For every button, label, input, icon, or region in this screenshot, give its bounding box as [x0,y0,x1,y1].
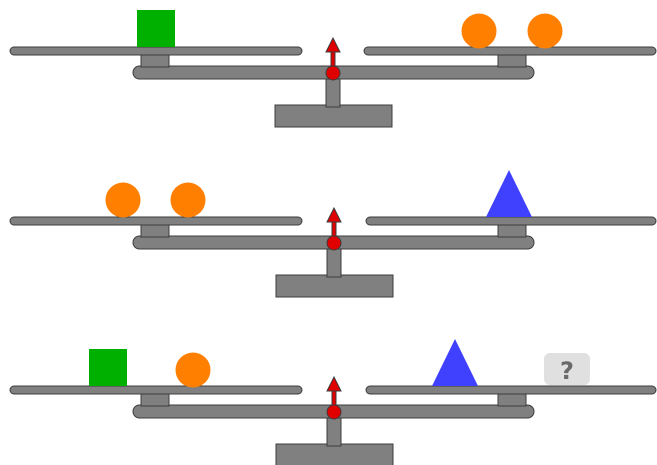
square-weight [137,10,175,47]
scale-base [275,443,394,465]
triangle-weight [432,339,478,386]
balance-pointer [326,206,342,251]
balance-scale-3: ? [9,339,657,465]
circle-weight [527,13,563,49]
circle-weight [461,13,497,49]
right-pan [365,385,657,395]
circle-weight [105,182,141,218]
left-pan-support [140,53,170,68]
triangle-weight [486,170,532,217]
balance-scale-2 [9,170,657,298]
right-pan-support [497,392,527,407]
right-pan-support [497,53,527,68]
right-pan [365,216,657,226]
circle-weight [175,352,211,388]
left-pan [9,46,303,56]
balance-scale-1 [9,10,657,128]
unknown-weight-label: ? [560,357,574,385]
left-pan [9,385,303,395]
scale-base [274,104,393,128]
balance-pointer [325,36,341,81]
balance-pointer [326,375,342,420]
right-pan-support [497,223,527,238]
left-pan-support [140,223,170,238]
scale-base [275,274,394,298]
square-weight [89,349,127,386]
right-pan [363,46,657,56]
left-pan [9,216,303,226]
left-pan-support [140,392,170,407]
circle-weight [170,182,206,218]
unknown-weight-box[interactable] [544,353,590,385]
unknown-weight[interactable]: ? [544,353,590,385]
